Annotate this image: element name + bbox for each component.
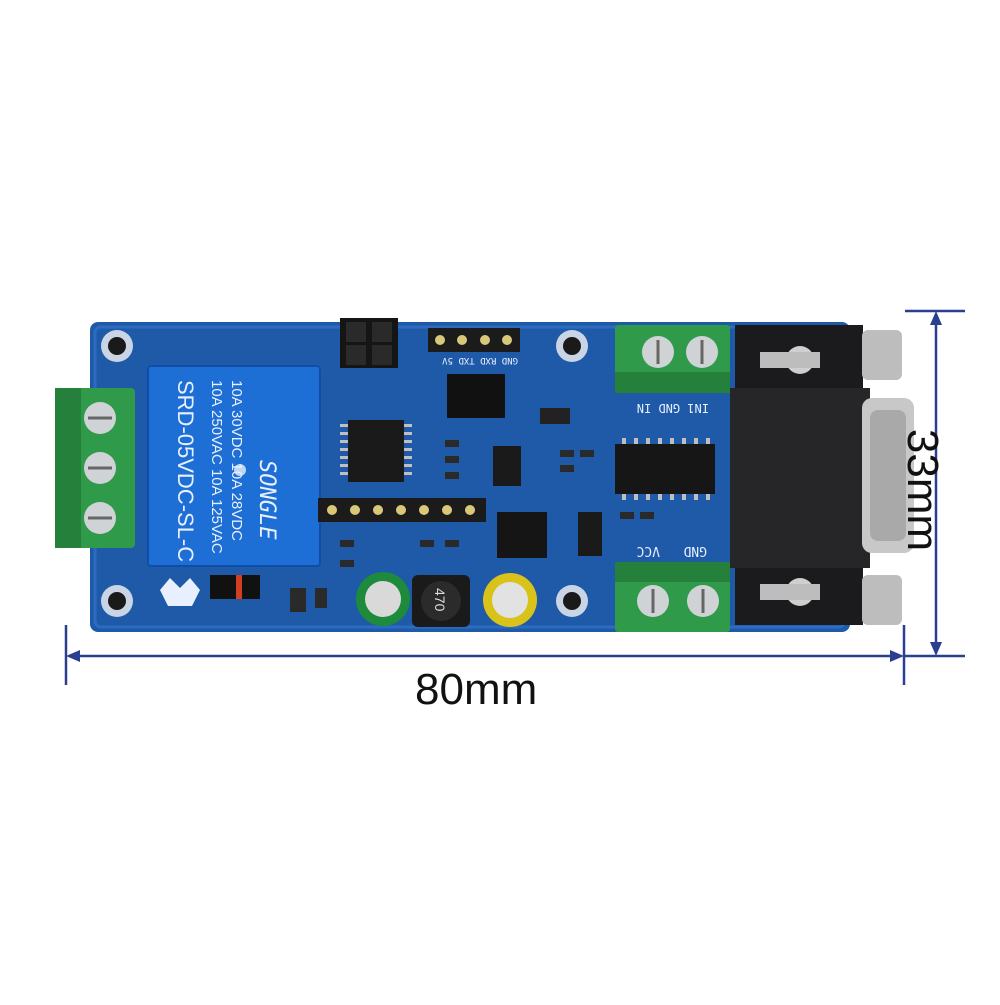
relay-model: SRD-05VDC-SL-C <box>173 380 198 562</box>
height-dimension-line <box>905 309 965 658</box>
power-screw-terminal <box>615 562 730 632</box>
program-pin-header <box>318 498 486 522</box>
jumper-header <box>340 318 398 368</box>
terminal-top-label: IN1 GND IN <box>637 401 709 415</box>
width-label: 80mm <box>415 665 538 714</box>
db9-connector <box>730 325 914 625</box>
uart-pin-header: GND RXD TXD 5V <box>428 328 520 365</box>
mounting-holes <box>101 330 588 617</box>
relay-screw-terminal <box>55 388 135 548</box>
vcc-label: VCC <box>637 543 660 558</box>
relay-component: SONGLE SRD-05VDC-SL-C 10A 250VAC 10A 125… <box>147 365 321 567</box>
rs232-ic <box>615 444 715 494</box>
inductor: 470 <box>412 575 470 627</box>
mcu-ic <box>348 420 404 482</box>
gnd-label: GND <box>683 543 707 558</box>
regulator-ic <box>497 512 547 558</box>
width-dimension-line <box>64 625 906 685</box>
height-label: 33mm <box>898 428 947 552</box>
optocoupler-ic <box>447 374 505 418</box>
relay-brand: SONGLE <box>254 460 279 540</box>
relay-rating-2: 10A 30VDC 10A 28VDC <box>228 380 245 541</box>
capacitor <box>356 572 410 626</box>
inductor-label: 470 <box>432 588 448 612</box>
brand-logo <box>160 578 200 606</box>
header-label: GND RXD TXD 5V <box>442 355 518 365</box>
capacitor-2 <box>483 573 537 627</box>
signal-screw-terminal <box>615 325 730 393</box>
relay-rating-1: 10A 250VAC 10A 125VAC <box>208 380 225 554</box>
